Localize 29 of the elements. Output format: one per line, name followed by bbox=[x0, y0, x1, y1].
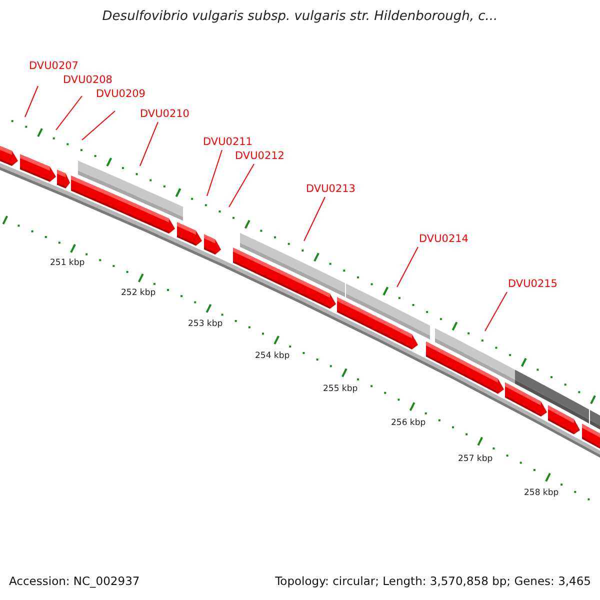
leader-line bbox=[396, 246, 418, 288]
tick-label: 251 kbp bbox=[50, 258, 85, 269]
gene-label: DVU0213 bbox=[306, 183, 356, 196]
leader-line bbox=[140, 122, 158, 166]
gene-label: DVU0212 bbox=[235, 150, 284, 163]
leader-line bbox=[82, 110, 116, 140]
tick-label: 256 kbp bbox=[391, 418, 426, 429]
leader-line bbox=[206, 150, 222, 196]
tick-label: 253 kbp bbox=[188, 319, 223, 330]
gene-label: DVU0214 bbox=[419, 233, 468, 246]
tick-label: 257 kbp bbox=[458, 454, 493, 465]
leader-line bbox=[484, 292, 508, 332]
tick-label: 254 kbp bbox=[255, 351, 290, 362]
footer-text: Topology: circular; Length: 3,570,858 bp; Genes: 3,465 bbox=[275, 574, 591, 588]
gene-label: DVU0208 bbox=[63, 74, 112, 87]
tick-label: 258 kbp bbox=[524, 488, 559, 499]
tick-label: 255 kbp bbox=[323, 384, 358, 395]
leader-line bbox=[304, 196, 326, 242]
gene-label: DVU0211 bbox=[203, 136, 252, 149]
tick-label: 252 kbp bbox=[121, 288, 156, 299]
footer-text: Accession: NC_002937 bbox=[9, 574, 140, 588]
gene-label: DVU0215 bbox=[508, 278, 558, 291]
leader-line bbox=[24, 86, 38, 118]
leader-line bbox=[56, 96, 82, 130]
gene-label: DVU0209 bbox=[96, 88, 146, 101]
gene-label: DVU0207 bbox=[29, 60, 78, 73]
gene-label: DVU0210 bbox=[140, 108, 190, 121]
title: Desulfovibrio vulgaris subsp. vulgaris str. Hildenborough, c... bbox=[101, 9, 499, 24]
leader-line bbox=[228, 164, 254, 208]
